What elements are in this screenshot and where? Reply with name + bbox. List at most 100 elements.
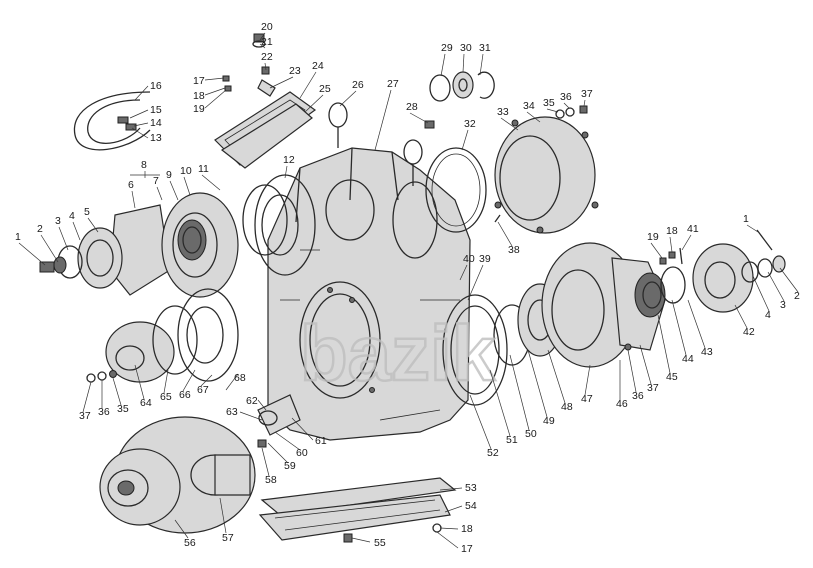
label-64: 64 xyxy=(140,397,152,409)
label-20: 20 xyxy=(261,21,273,33)
leader-line xyxy=(650,242,663,259)
leader-line xyxy=(257,399,267,411)
label-3-right: 3 xyxy=(780,299,786,311)
housing-body xyxy=(267,147,471,441)
leader-line xyxy=(669,236,673,253)
label-17-top: 17 xyxy=(193,75,205,87)
leader-line xyxy=(134,364,145,400)
leader-line xyxy=(500,117,519,131)
leader-line xyxy=(299,71,317,99)
leader-line xyxy=(339,90,357,107)
label-32: 32 xyxy=(464,118,476,130)
label-61: 61 xyxy=(315,435,327,447)
label-35-top: 35 xyxy=(543,97,555,109)
label-66: 66 xyxy=(179,389,191,401)
label-16: 16 xyxy=(150,80,162,92)
leader-line xyxy=(527,349,548,418)
leader-line xyxy=(489,369,511,437)
leader-line xyxy=(133,122,149,127)
leader-line xyxy=(182,369,196,392)
label-29: 29 xyxy=(441,42,453,54)
label-10: 10 xyxy=(180,165,192,177)
label-54: 54 xyxy=(465,500,477,512)
leader-line xyxy=(269,76,294,89)
oil-pan-53-54 xyxy=(258,477,457,543)
leader-line xyxy=(436,531,459,549)
label-41: 41 xyxy=(687,223,699,235)
leader-line xyxy=(584,364,591,396)
leader-line xyxy=(497,221,513,247)
leader-line xyxy=(131,190,136,209)
label-4-left: 4 xyxy=(69,210,75,222)
label-44: 44 xyxy=(682,353,694,365)
label-19-top: 19 xyxy=(193,103,205,115)
leader-line xyxy=(583,99,586,107)
label-1-left: 1 xyxy=(15,231,21,243)
leader-line xyxy=(779,267,799,293)
leader-line xyxy=(767,271,785,302)
leader-line xyxy=(183,176,191,196)
label-6: 6 xyxy=(128,179,134,191)
callout-labels: 20 21 22 23 24 25 26 27 28 29 30 31 32 3… xyxy=(15,21,800,555)
leader-line xyxy=(204,87,226,96)
label-67: 67 xyxy=(197,384,209,396)
label-3-left: 3 xyxy=(55,215,61,227)
leader-line xyxy=(174,519,189,539)
top-cover-plate xyxy=(214,91,317,169)
label-62: 62 xyxy=(246,395,258,407)
leader-line xyxy=(439,487,463,491)
label-37-left: 37 xyxy=(79,410,91,422)
label-15: 15 xyxy=(150,104,162,116)
left-end-cap-1-5 xyxy=(39,227,123,289)
leader-line xyxy=(82,381,92,413)
leader-line xyxy=(734,304,748,329)
leader-line xyxy=(409,112,429,124)
right-end-flange-42 xyxy=(692,229,786,313)
leader-line xyxy=(461,129,469,151)
label-36-right: 36 xyxy=(632,390,644,402)
label-28: 28 xyxy=(406,101,418,113)
leader-line xyxy=(462,53,465,73)
leader-line xyxy=(671,299,687,356)
leader-line xyxy=(134,85,149,101)
leader-line xyxy=(467,264,484,301)
leader-line xyxy=(129,109,149,119)
oil-hose-assembly xyxy=(73,91,151,151)
label-12: 12 xyxy=(283,154,295,166)
bolt-38 xyxy=(494,214,501,223)
label-65: 65 xyxy=(160,391,172,403)
label-36-top: 36 xyxy=(560,91,572,103)
label-26: 26 xyxy=(352,79,364,91)
leader-line xyxy=(746,224,759,233)
leader-line xyxy=(219,497,227,534)
right-housing-46-47 xyxy=(541,242,686,368)
bolt-28 xyxy=(424,120,435,129)
leader-line xyxy=(546,108,559,113)
label-36-left: 36 xyxy=(98,406,110,418)
label-40: 40 xyxy=(463,253,475,265)
leader-line xyxy=(87,217,99,233)
label-1-right: 1 xyxy=(743,213,749,225)
leader-line xyxy=(58,226,69,251)
leader-line xyxy=(681,234,692,251)
leader-line xyxy=(374,89,392,151)
label-58: 58 xyxy=(265,474,277,486)
label-18-top: 18 xyxy=(193,90,205,102)
leader-line xyxy=(627,349,637,393)
label-19-right: 19 xyxy=(647,231,659,243)
leader-line xyxy=(509,354,530,431)
label-25: 25 xyxy=(319,83,331,95)
leader-line xyxy=(304,94,324,113)
label-42: 42 xyxy=(743,326,755,338)
label-56: 56 xyxy=(184,537,196,549)
lower-left-cover-64-66 xyxy=(86,288,239,383)
label-48: 48 xyxy=(561,401,573,413)
label-35-left: 35 xyxy=(117,403,129,415)
leader-line xyxy=(264,62,267,71)
leader-line xyxy=(639,344,652,385)
leader-line xyxy=(200,374,213,387)
label-59: 59 xyxy=(284,460,296,472)
leader-line xyxy=(440,53,446,77)
assembly-drawing: bazik xyxy=(39,33,786,543)
